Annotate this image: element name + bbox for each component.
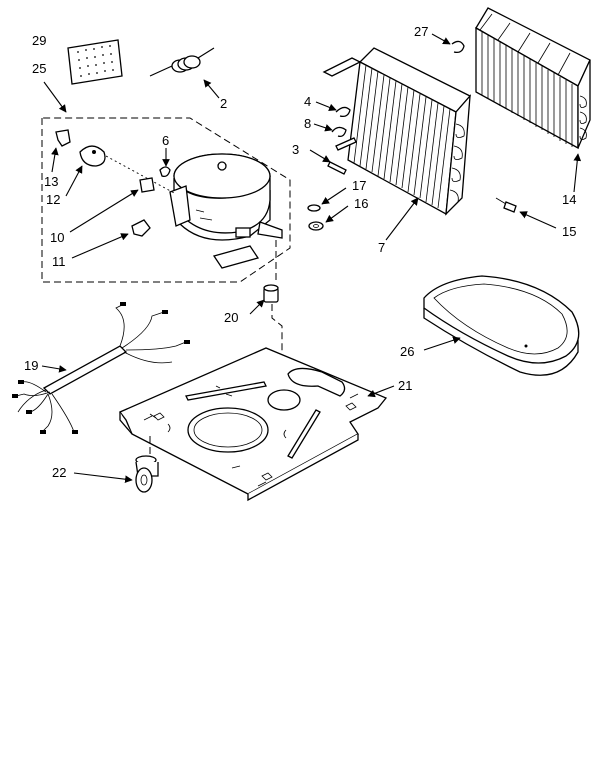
clip-8-icon: [331, 126, 347, 138]
leader-2: [203, 79, 220, 99]
label-10: 10: [50, 230, 64, 245]
leader-22: [73, 472, 133, 483]
leader-10: [69, 189, 139, 233]
label-14: 14: [562, 192, 576, 207]
label-8: 8: [304, 116, 311, 131]
leader-7: [385, 197, 419, 241]
leader-8: [313, 123, 333, 132]
base-plate-icon: [118, 347, 388, 502]
label-3: 3: [292, 142, 299, 157]
screw-icon: [327, 161, 347, 175]
gasket-panel-icon: [67, 39, 123, 85]
leader-14: [573, 153, 582, 193]
bracket-icon: [55, 129, 71, 147]
label-25: 25: [32, 61, 46, 76]
leader-16: [325, 205, 349, 223]
leader-27: [431, 33, 451, 45]
clip-27-icon: [451, 40, 465, 54]
label-13: 13: [44, 174, 58, 189]
leader-25: [43, 81, 67, 113]
grommet-20-icon: [263, 284, 279, 303]
label-4: 4: [304, 94, 311, 109]
condenser-icon: [322, 47, 472, 216]
label-7: 7: [378, 240, 385, 255]
label-15: 15: [562, 224, 576, 239]
grommet-line: [271, 304, 283, 358]
caster-wheel-icon: [135, 455, 159, 493]
leader-20: [249, 299, 265, 315]
label-12: 12: [46, 192, 60, 207]
alignment-dots: [105, 155, 177, 195]
grommet-16-icon: [308, 221, 324, 231]
evaporator-icon: [475, 7, 591, 150]
leader-19: [41, 365, 67, 373]
wire-harness-icon: [12, 302, 190, 434]
label-22: 22: [52, 465, 66, 480]
leader-26: [423, 336, 461, 351]
label-27: 27: [414, 24, 428, 39]
label-17: 17: [352, 178, 366, 193]
clip-icon: [159, 166, 171, 178]
compressor-icon: [169, 153, 283, 269]
leader-3: [309, 149, 331, 163]
leader-12: [65, 165, 83, 197]
drain-tray-icon: [423, 275, 580, 376]
washer-17-icon: [307, 204, 321, 212]
label-11: 11: [52, 254, 66, 269]
tube-fitting-icon: [335, 106, 351, 118]
leader-21: [367, 385, 395, 398]
label-20: 20: [224, 310, 238, 325]
leader-11: [71, 233, 129, 259]
coil-spring-icon: [149, 47, 215, 77]
label-29: 29: [32, 33, 46, 48]
label-21: 21: [398, 378, 412, 393]
relay-icon: [139, 177, 155, 193]
leader-4: [315, 101, 337, 112]
label-2: 2: [220, 96, 227, 111]
leader-15: [519, 211, 557, 229]
cord-clamp-icon: [131, 219, 151, 237]
label-16: 16: [354, 196, 368, 211]
screw-15-icon: [495, 197, 517, 213]
overload-cover-icon: [79, 145, 106, 167]
label-19: 19: [24, 358, 38, 373]
leader-17: [321, 187, 347, 205]
label-6: 6: [162, 133, 169, 148]
leader-13: [51, 147, 59, 173]
label-26: 26: [400, 344, 414, 359]
compressor-assembly-outline: [41, 117, 291, 283]
